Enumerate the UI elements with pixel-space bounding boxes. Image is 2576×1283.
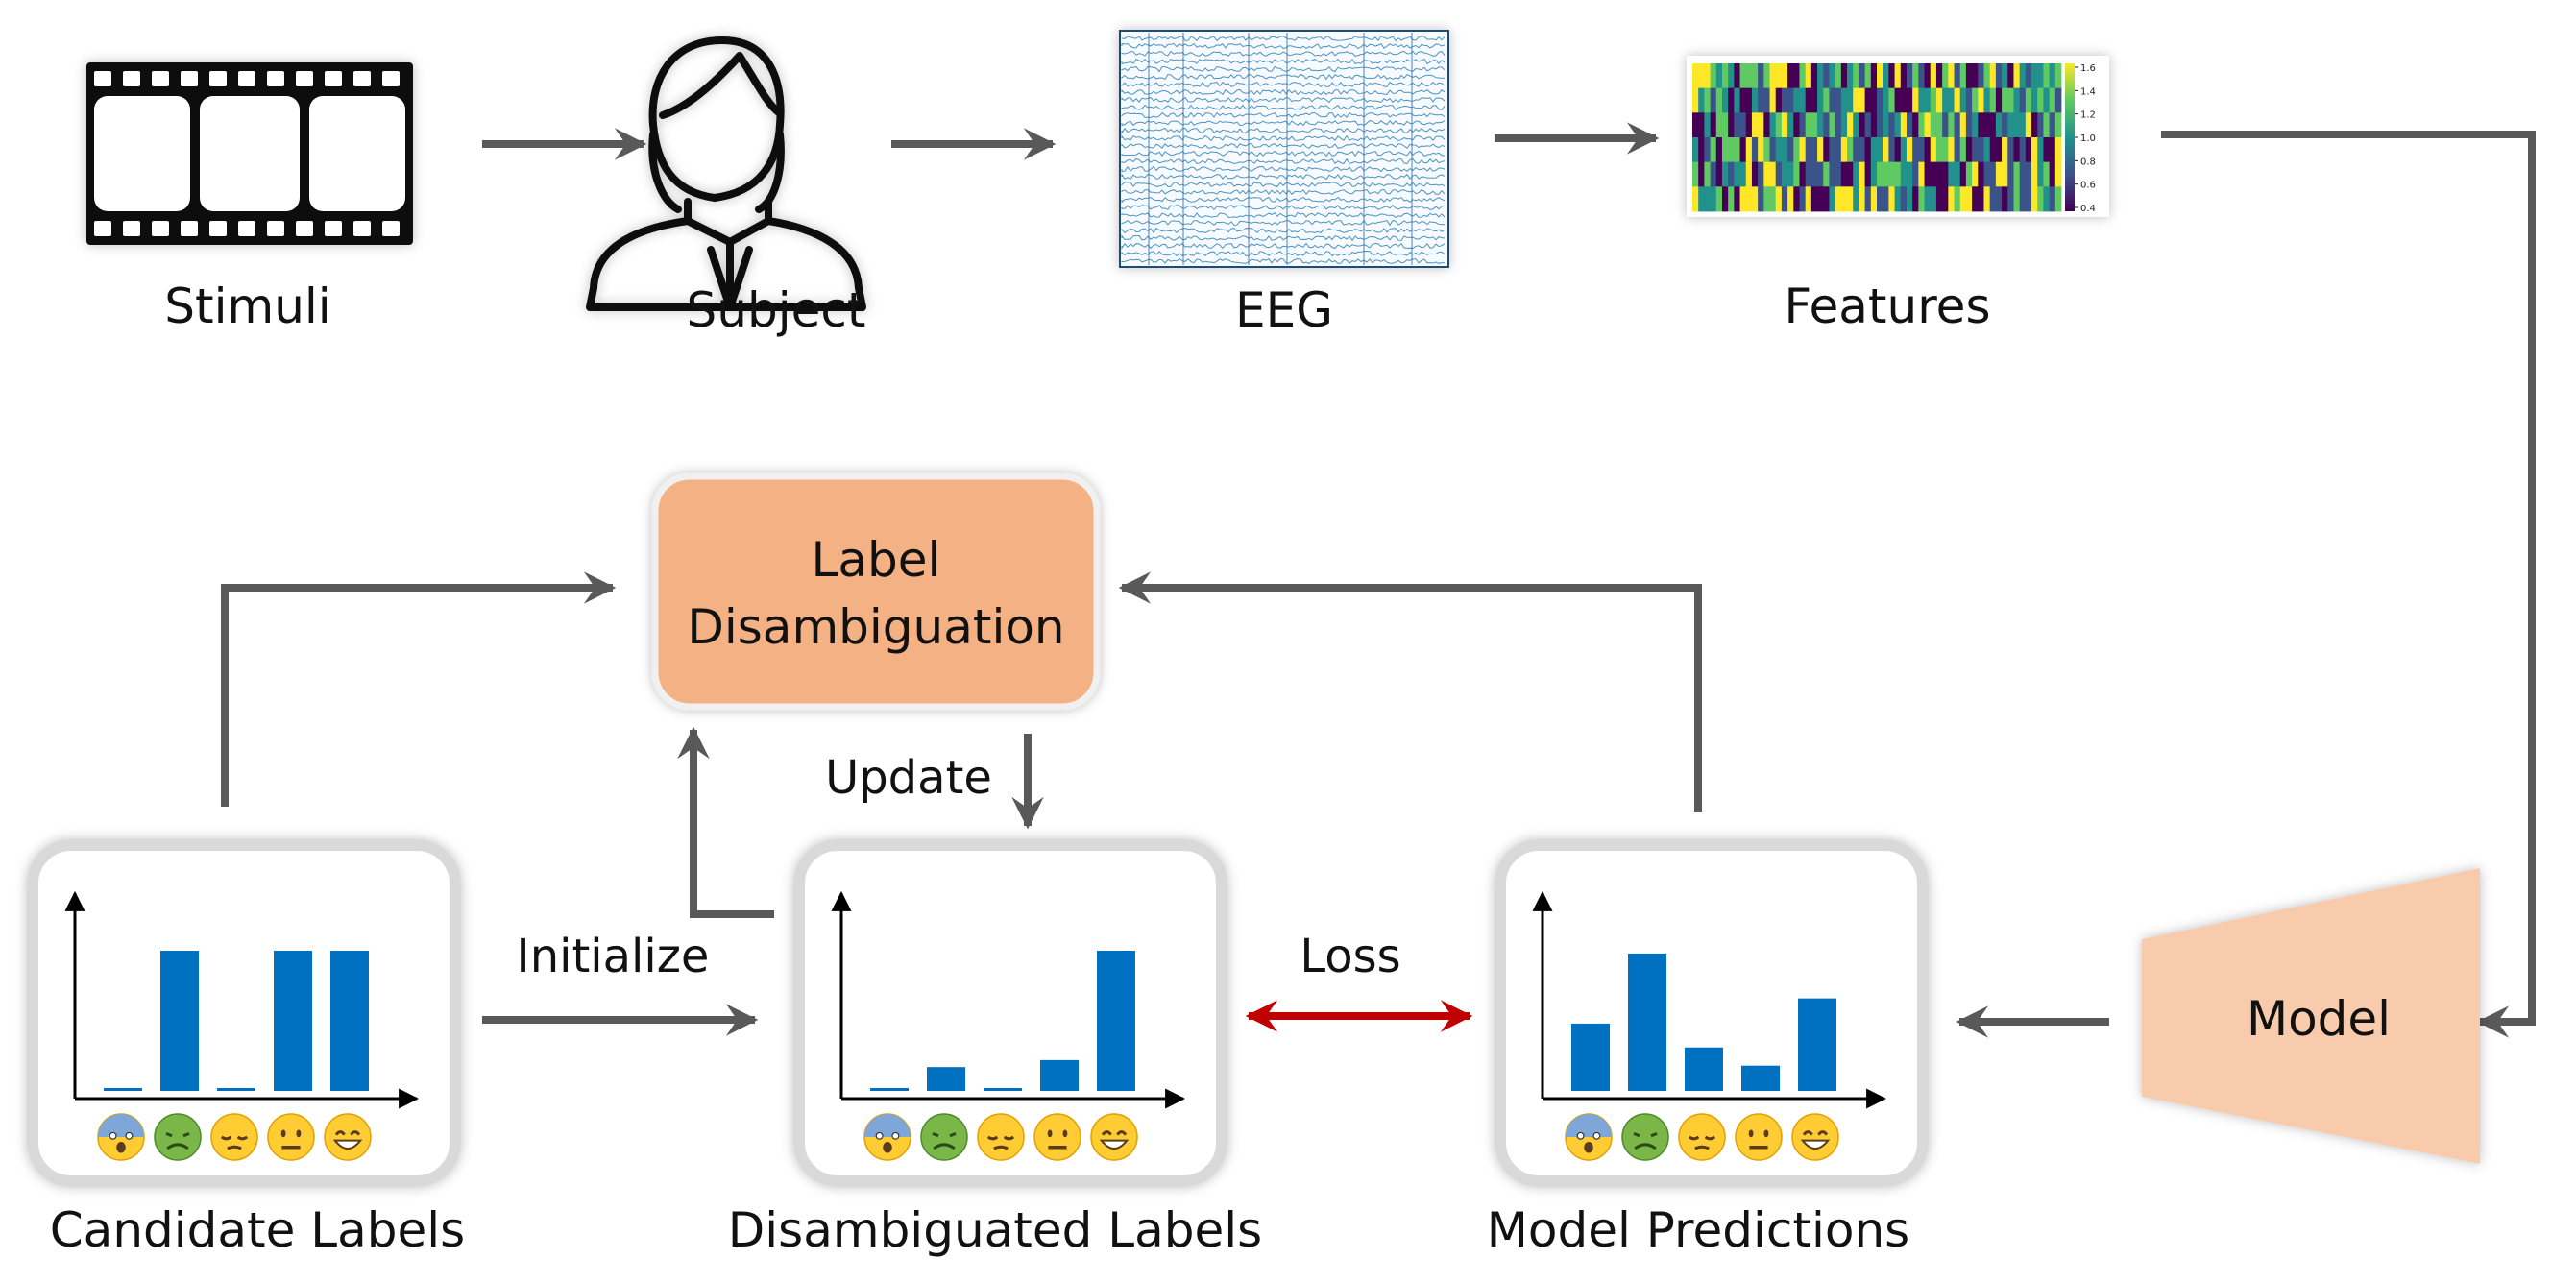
- colorbar-tick-label: 1.6: [2080, 63, 2096, 74]
- bar-neutral-face: [274, 951, 312, 1091]
- bar-fearful-face: [870, 1088, 909, 1091]
- pensive-face-icon: [210, 1113, 258, 1161]
- label-disambiguation-line2: Disambiguation: [687, 599, 1064, 655]
- model-block: Model: [2142, 868, 2480, 1164]
- eeg-label: EEG: [1235, 282, 1333, 338]
- bar-pensive-face: [1685, 1047, 1723, 1091]
- label-disambiguation-box: Label Disambiguation: [651, 472, 1101, 711]
- features-label: Features: [1785, 278, 1991, 334]
- pensive-face-icon: [1678, 1113, 1726, 1161]
- eeg-signal-image: [1119, 30, 1449, 268]
- bar-nauseated-face: [1628, 953, 1666, 1091]
- fearful-face-icon: [97, 1113, 145, 1161]
- panel-disambiguated: Disambiguated Labels: [728, 839, 1262, 1258]
- arrow-disambiguated-to-disambiguation: [677, 726, 774, 918]
- bar-neutral-face: [1741, 1065, 1780, 1091]
- grinning-face-icon: [1791, 1113, 1839, 1161]
- bar-grinning-face: [1097, 951, 1135, 1091]
- bar-grinning-face: [330, 951, 369, 1091]
- arrow-candidate-to-disambiguation: [221, 571, 617, 807]
- panel-label-candidate: Candidate Labels: [50, 1202, 465, 1258]
- bar-pensive-face: [984, 1088, 1022, 1091]
- bar-fearful-face: [1571, 1023, 1610, 1091]
- bar-fearful-face: [104, 1088, 142, 1091]
- colorbar-tick-label: 0.4: [2080, 204, 2096, 214]
- fearful-face-icon: [1565, 1113, 1613, 1161]
- colorbar: [2065, 63, 2075, 211]
- bar-neutral-face: [1040, 1059, 1079, 1091]
- neutral-face-icon: [1735, 1113, 1783, 1161]
- grinning-face-icon: [1090, 1113, 1138, 1161]
- panel-label-disambiguated: Disambiguated Labels: [728, 1202, 1262, 1258]
- film-strip-icon: [86, 62, 413, 245]
- colorbar-tick-label: 0.8: [2080, 157, 2096, 167]
- bar-grinning-face: [1798, 998, 1836, 1091]
- update-label: Update: [825, 751, 992, 805]
- colorbar-tick-label: 1.0: [2080, 133, 2096, 144]
- arrow-predictions-to-disambiguation: [1118, 571, 1702, 812]
- label-disambiguation-line1: Label: [812, 532, 941, 588]
- pensive-face-icon: [977, 1113, 1025, 1161]
- nauseated-face-icon: [920, 1113, 968, 1161]
- panel-label-predictions: Model Predictions: [1487, 1202, 1909, 1258]
- colorbar-tick-label: 1.4: [2080, 86, 2096, 97]
- initialize-label: Initialize: [517, 930, 710, 983]
- loss-label: Loss: [1300, 930, 1400, 983]
- fearful-face-icon: [863, 1113, 911, 1161]
- model-label: Model: [2247, 991, 2391, 1047]
- grinning-face-icon: [324, 1113, 372, 1161]
- feature-heatmap-image: 1.6 1.4 1.2 1.0 0.8 0.6 0.4: [1687, 56, 2109, 217]
- panel-candidate: Candidate Labels: [27, 839, 465, 1258]
- nauseated-face-icon: [1621, 1113, 1669, 1161]
- subject-label: Subject: [687, 282, 866, 338]
- panel-predictions: Model Predictions: [1487, 839, 1929, 1258]
- colorbar-tick-label: 1.2: [2080, 110, 2096, 121]
- arrow-features-to-model: [2161, 131, 2536, 1038]
- bar-nauseated-face: [927, 1067, 965, 1091]
- bar-pensive-face: [217, 1088, 255, 1091]
- nauseated-face-icon: [154, 1113, 202, 1161]
- neutral-face-icon: [267, 1113, 315, 1161]
- colorbar-tick-label: 0.6: [2080, 181, 2096, 191]
- person-icon: [586, 36, 866, 311]
- stimuli-label: Stimuli: [164, 278, 330, 334]
- bar-nauseated-face: [160, 951, 199, 1091]
- neutral-face-icon: [1033, 1113, 1081, 1161]
